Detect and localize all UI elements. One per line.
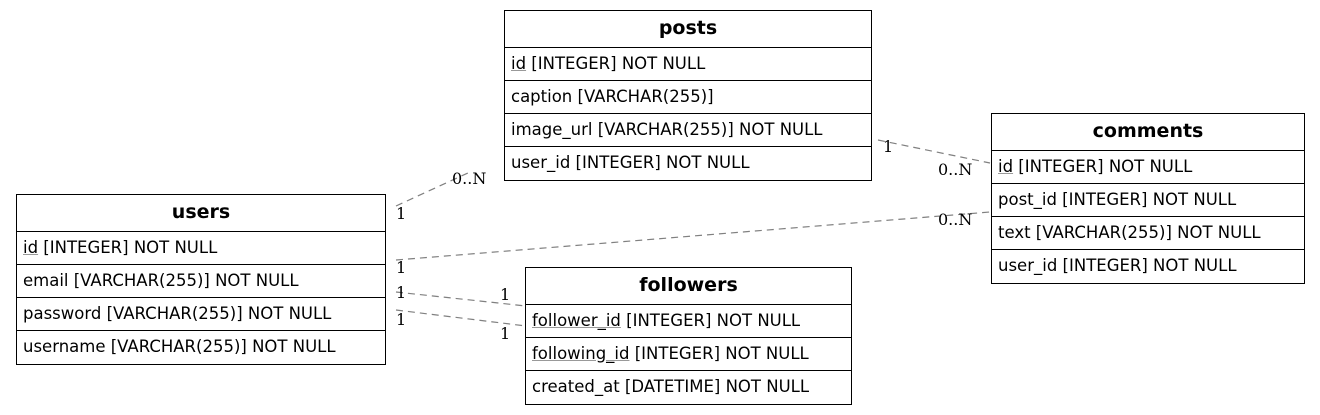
followers-following-id-type: [INTEGER] NOT NULL	[629, 344, 809, 363]
users-column-username: username [VARCHAR(255)] NOT NULL	[23, 337, 336, 356]
users-column-password: password [VARCHAR(255)] NOT NULL	[17, 298, 385, 331]
link-users-followers-2	[395, 309, 527, 327]
comments-id-key: id	[998, 157, 1014, 176]
link-users-posts	[395, 171, 471, 207]
followers-table[interactable]: followers follower_id [INTEGER] NOT NULL…	[525, 267, 852, 405]
users-table-title: users	[17, 195, 385, 232]
users-column-email: email [VARCHAR(255)] NOT NULL	[17, 265, 385, 298]
card-users-comments-from: 1	[396, 258, 406, 277]
followers-follower-id-key: follower_id	[532, 311, 621, 330]
posts-column-user-id: user_id [INTEGER] NOT NULL	[511, 153, 750, 172]
posts-id-key: id	[511, 54, 527, 73]
followers-table-title: followers	[526, 268, 851, 305]
posts-column-image-url: image_url [VARCHAR(255)] NOT NULL	[505, 114, 871, 147]
posts-table-title: posts	[505, 11, 871, 48]
users-column-id: id [INTEGER] NOT NULL	[17, 232, 385, 265]
card-users-followers-1-from: 1	[396, 283, 406, 302]
card-users-followers-1-to: 1	[500, 285, 510, 304]
link-users-followers-1	[395, 291, 527, 307]
card-users-comments-to: 0..N	[938, 210, 972, 229]
posts-column-caption: caption [VARCHAR(255)]	[505, 81, 871, 114]
comments-table-title: comments	[992, 114, 1304, 151]
comments-table[interactable]: comments id [INTEGER] NOT NULL post_id […	[991, 113, 1305, 284]
card-users-followers-2-to: 1	[500, 324, 510, 343]
users-table[interactable]: users id [INTEGER] NOT NULL email [VARCH…	[16, 194, 386, 365]
comments-column-user-id: user_id [INTEGER] NOT NULL	[998, 256, 1237, 275]
card-posts-comments-from: 1	[883, 137, 893, 156]
followers-column-created-at: created_at [DATETIME] NOT NULL	[532, 377, 810, 396]
link-posts-comments	[877, 139, 991, 164]
followers-column-following-id: following_id [INTEGER] NOT NULL	[526, 338, 851, 371]
posts-id-type: [INTEGER] NOT NULL	[526, 54, 706, 73]
card-users-posts-from: 1	[396, 204, 406, 223]
card-users-followers-2-from: 1	[396, 310, 406, 329]
link-users-comments	[395, 211, 991, 261]
comments-column-text: text [VARCHAR(255)] NOT NULL	[992, 217, 1304, 250]
comments-column-post-id: post_id [INTEGER] NOT NULL	[992, 184, 1304, 217]
followers-following-id-key: following_id	[532, 344, 630, 363]
users-id-type: [INTEGER] NOT NULL	[38, 238, 218, 257]
comments-id-type: [INTEGER] NOT NULL	[1013, 157, 1193, 176]
posts-table[interactable]: posts id [INTEGER] NOT NULL caption [VAR…	[504, 10, 872, 181]
followers-column-follower-id: follower_id [INTEGER] NOT NULL	[526, 305, 851, 338]
users-id-key: id	[23, 238, 39, 257]
posts-column-id: id [INTEGER] NOT NULL	[505, 48, 871, 81]
card-posts-comments-to: 0..N	[938, 160, 972, 179]
followers-follower-id-type: [INTEGER] NOT NULL	[620, 311, 801, 330]
comments-column-id: id [INTEGER] NOT NULL	[992, 151, 1304, 184]
card-users-posts-to: 0..N	[452, 169, 486, 188]
